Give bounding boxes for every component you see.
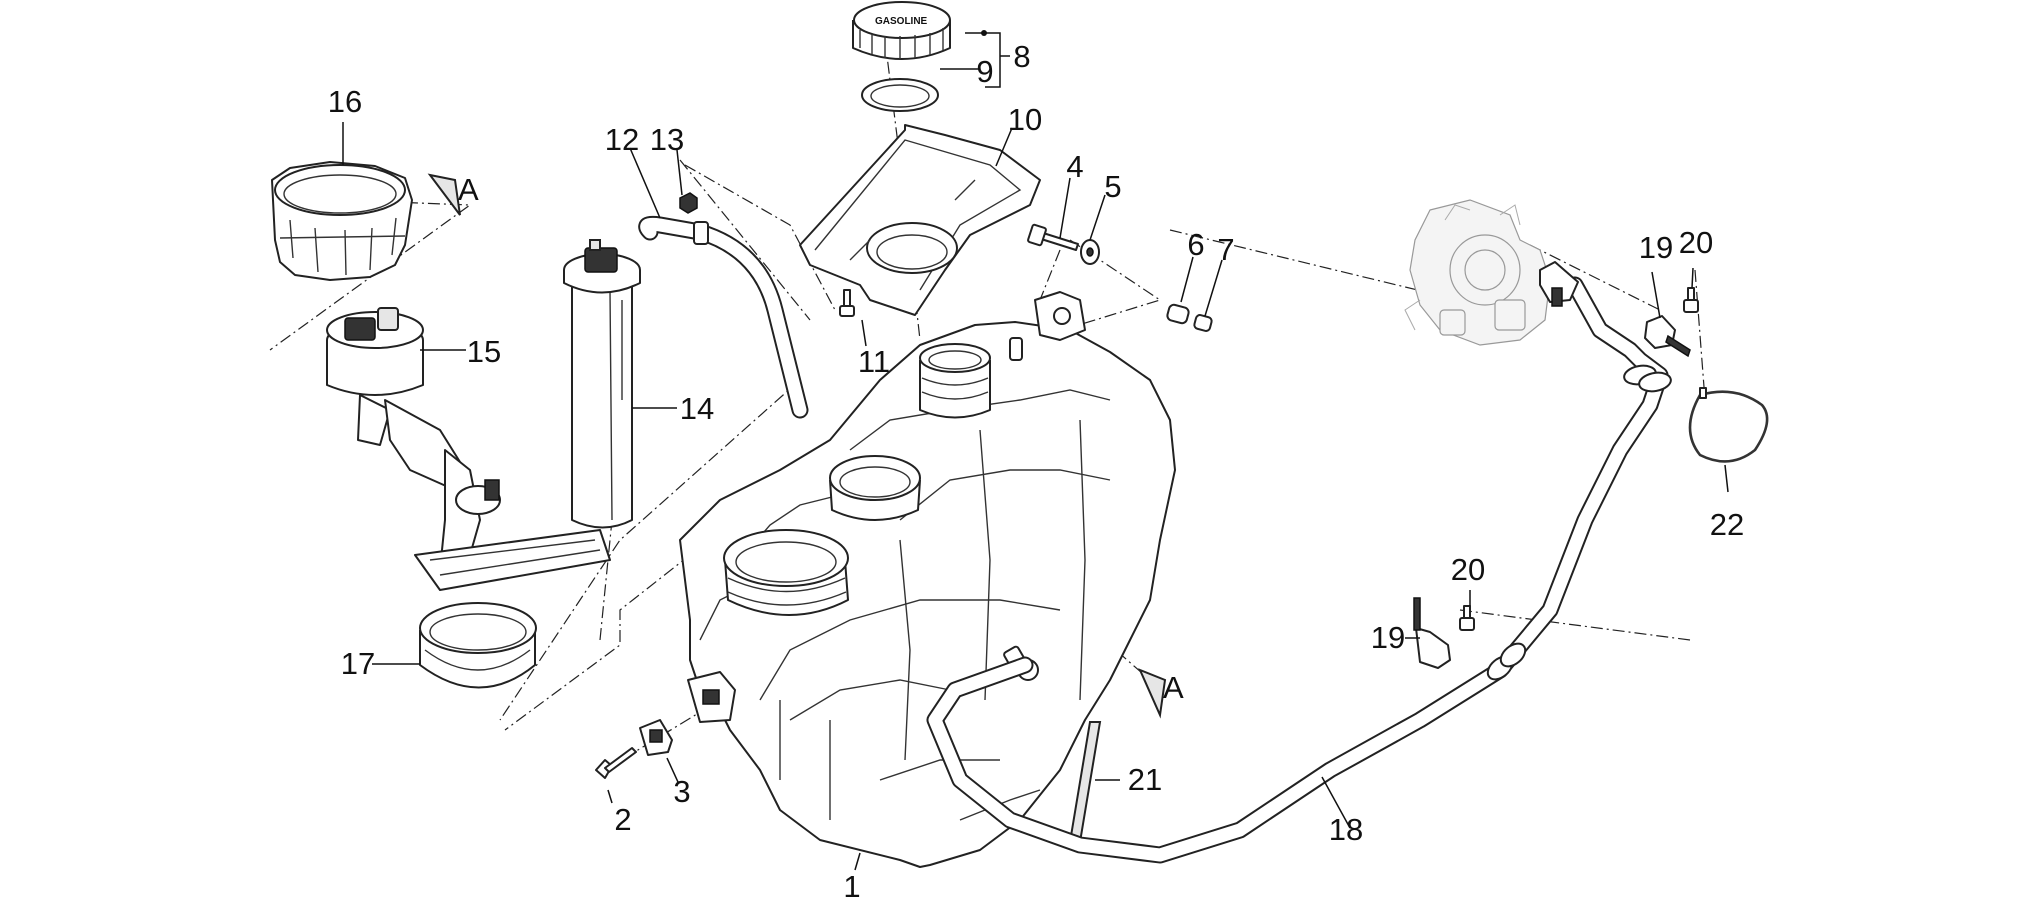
callout-11: 11 — [858, 344, 890, 379]
callout-14: 14 — [680, 391, 714, 426]
part-16-lock-ring — [271, 161, 413, 281]
leader-lines — [342, 30, 1729, 871]
callout-5: 5 — [1104, 169, 1121, 204]
part-20-screw-lower — [1459, 605, 1475, 631]
callout-3: 3 — [673, 774, 690, 809]
callout-7: 7 — [1217, 232, 1234, 267]
part-2-bolt — [595, 747, 637, 779]
callout-17: 17 — [341, 646, 375, 681]
callout-12: 12 — [605, 122, 639, 157]
cap-lettering: GASOLINE — [875, 16, 928, 27]
callout-19-lower: 19 — [1371, 620, 1405, 655]
part-19-clamp-lower — [1413, 597, 1451, 669]
throttle-body-ghost — [1404, 199, 1551, 346]
callout-20-lower: 20 — [1451, 552, 1485, 587]
part-6-bushing — [1166, 303, 1190, 325]
section-letter-a: A — [1163, 670, 1184, 705]
callout-18: 18 — [1329, 812, 1363, 847]
section-arrow-a-lower: A — [1138, 668, 1184, 719]
part-9-cap-gasket — [861, 78, 939, 112]
part-20-screw-upper — [1683, 287, 1699, 313]
callout-15: 15 — [467, 334, 501, 369]
callout-16: 16 — [328, 84, 362, 119]
part-14-level-sender — [563, 239, 641, 529]
callout-19-upper: 19 — [1639, 230, 1673, 265]
part-13-clamp — [679, 192, 698, 214]
callout-8: 8 — [1013, 39, 1030, 74]
callout-13: 13 — [650, 122, 684, 157]
callout-labels: 1 2 3 4 5 6 7 8 9 10 11 12 13 14 15 16 1… — [328, 39, 1744, 899]
callout-6: 6 — [1187, 227, 1204, 262]
callout-21: 21 — [1128, 762, 1162, 797]
part-3-clip-nut — [639, 719, 673, 756]
part-19-clamp-upper — [1644, 315, 1691, 358]
callout-4: 4 — [1066, 149, 1083, 184]
part-17-seal-ring — [419, 602, 537, 689]
part-22-hose-clip — [1688, 387, 1769, 463]
part-15-fuel-pump — [326, 307, 611, 591]
callout-9: 9 — [976, 54, 993, 89]
part-5-washer — [1080, 239, 1100, 265]
part-18-fuel-hose — [926, 261, 1672, 864]
callout-22: 22 — [1710, 507, 1744, 542]
part-12-breather-hose — [638, 215, 809, 419]
callout-20-upper: 20 — [1679, 225, 1713, 260]
part-7-nut — [1193, 314, 1213, 332]
part-1-fuel-tank — [679, 291, 1176, 868]
part-10-filler-tray — [799, 124, 1041, 316]
callout-2: 2 — [614, 802, 631, 837]
part-4-bolt — [1027, 223, 1079, 251]
callout-10: 10 — [1008, 102, 1042, 137]
part-11-screw — [839, 289, 855, 317]
part-8-filler-cap: GASOLINE — [852, 1, 951, 60]
section-letter-a: A — [458, 172, 479, 207]
callout-1: 1 — [843, 869, 860, 899]
section-arrow-a-upper: A — [427, 172, 479, 216]
